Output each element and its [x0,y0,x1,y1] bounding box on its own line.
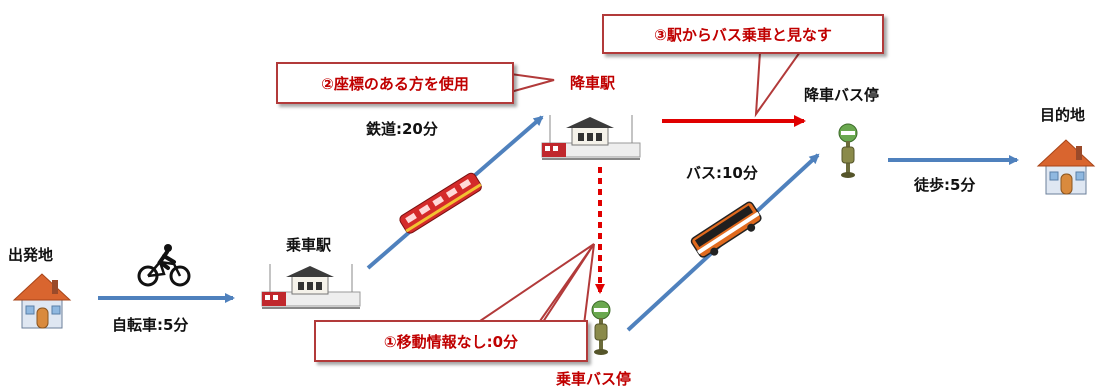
label-leg-bicycle: 自転車:5分 [112,316,189,334]
label-destination: 目的地 [1040,106,1086,124]
callout-no-movement: ①移動情報なし:0分 [314,320,588,362]
label-leg-bus: バス:10分 [686,164,758,182]
cyclist-icon [137,244,191,287]
label-alighting-bus-stop: 降車バス停 [804,86,880,104]
bus-icon [690,201,762,258]
label-boarding-bus-stop: 乗車バス停 [556,370,632,388]
train-icon [399,172,482,234]
callout-station-bus-boarding: ③駅からバス乗車と見なす [602,14,884,54]
label-boarding-station: 乗車駅 [286,236,332,254]
house-icon [1037,139,1095,195]
callout-use-coordinates: ②座標のある方を使用 [276,62,514,104]
bus-stop-pole-icon [838,123,858,179]
callout-pointer [754,51,802,118]
station-building-icon [541,114,641,160]
label-origin: 出発地 [8,246,54,264]
label-leg-rail: 鉄道:20分 [366,120,438,138]
label-alighting-station: 降車駅 [570,74,616,92]
house-icon [13,273,71,329]
station-building-icon [261,263,361,309]
label-leg-walk: 徒歩:5分 [914,176,976,194]
bus-stop-pole-icon [591,300,611,356]
